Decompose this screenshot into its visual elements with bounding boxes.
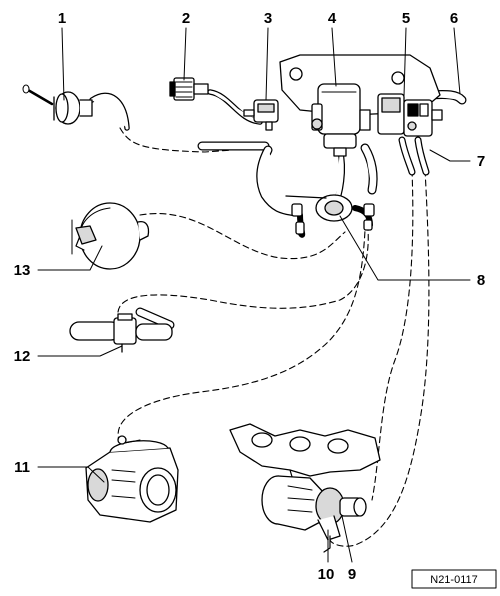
callout-7: 7 xyxy=(477,153,485,170)
callout-labels: 1 2 3 4 5 6 7 8 9 10 11 12 13 xyxy=(14,10,486,583)
callout-1: 1 xyxy=(58,10,66,27)
callout-12: 12 xyxy=(14,348,31,365)
hose-12-to-8 xyxy=(117,229,369,313)
callout-5: 5 xyxy=(402,10,410,27)
part-5-solenoid-valve xyxy=(377,93,443,137)
callout-10: 10 xyxy=(318,566,335,583)
callout-6: 6 xyxy=(450,10,458,27)
exhaust-manifold xyxy=(229,423,381,491)
part-3-solenoid-valve xyxy=(243,99,279,131)
reference-code-box: N21-0117 xyxy=(411,569,497,589)
turbocharger xyxy=(261,475,367,553)
callout-2: 2 xyxy=(182,10,190,27)
callout-4: 4 xyxy=(328,10,337,27)
callout-11: 11 xyxy=(14,459,30,476)
part-8-vacuum-junction xyxy=(285,194,375,235)
callout-9: 9 xyxy=(348,566,356,583)
reference-code: N21-0117 xyxy=(430,574,478,586)
part-13-vacuum-reservoir xyxy=(71,202,150,270)
hose-1-to-junction xyxy=(119,127,261,153)
callout-8: 8 xyxy=(477,272,485,289)
part-1-vacuum-reservoir-valve xyxy=(22,84,93,125)
callout-13: 13 xyxy=(14,262,31,279)
leader-lines xyxy=(37,27,471,563)
part-11-egr-valve xyxy=(85,435,179,523)
part-2-connector xyxy=(169,77,209,101)
hose-11-to-12 xyxy=(117,229,366,444)
vacuum-hose-lines xyxy=(117,127,430,547)
part-12-inline-valve xyxy=(69,313,173,353)
callout-3: 3 xyxy=(264,10,272,27)
hose-5-to-turbo-2 xyxy=(329,169,430,547)
part-4-pressure-converter xyxy=(311,83,371,157)
hose-5-to-turbo-1 xyxy=(371,169,414,501)
hose-13-to-8 xyxy=(139,213,346,260)
